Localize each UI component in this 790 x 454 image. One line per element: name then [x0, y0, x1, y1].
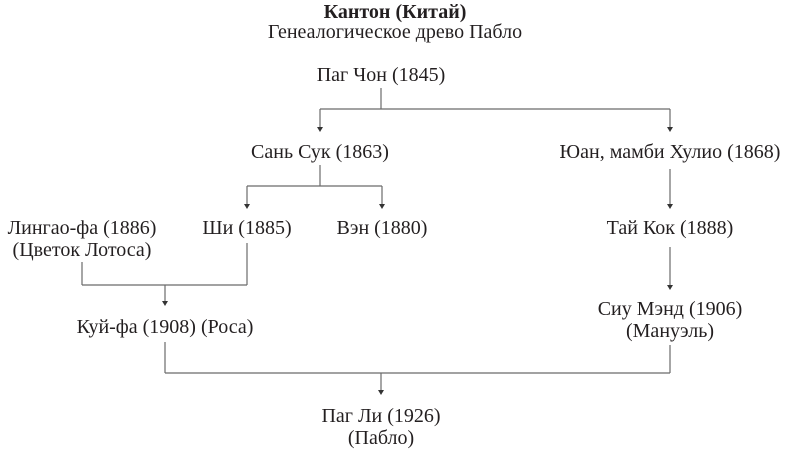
node-shi: Ши (1885) — [202, 217, 291, 239]
node-ven: Вэн (1880) — [337, 217, 428, 239]
node-pag-chon: Паг Чон (1845) — [317, 64, 446, 86]
node-name: Лингао-фа (1886) — [7, 217, 157, 239]
node-name: Ши (1885) — [202, 217, 292, 239]
node-lingao: Лингао-фа (1886) (Цветок Лотоса) — [8, 217, 157, 261]
node-siu-mend: Сиу Мэнд (1906) (Мануэль) — [598, 298, 743, 342]
node-name: Сань Сук (1863) — [251, 141, 389, 163]
node-name: Паг Чон (1845) — [316, 64, 446, 86]
node-tai-kok: Тай Кок (1888) — [607, 217, 734, 239]
node-alias: (Мануэль) — [625, 320, 715, 342]
node-name: Юан, мамби Хулио (1868) — [559, 141, 781, 163]
diagram-title: Кантон (Китай) — [323, 1, 467, 23]
node-alias: (Цветок Лотоса) — [12, 239, 152, 261]
node-kui-fa: Куй-фа (1908) (Роса) — [77, 316, 254, 338]
node-name: Вэн (1880) — [336, 217, 428, 239]
node-alias: (Пабло) — [347, 427, 415, 449]
node-name: Тай Кок (1888) — [606, 217, 734, 239]
node-pag-li: Паг Ли (1926) (Пабло) — [321, 405, 440, 449]
diagram-subtitle: Генеалогическое древо Пабло — [267, 21, 523, 43]
node-name: Паг Ли (1926) — [321, 405, 441, 427]
node-san-suk: Сань Сук (1863) — [251, 141, 389, 163]
node-name: Куй-фа (1908) (Роса) — [76, 316, 254, 338]
node-yuan: Юан, мамби Хулио (1868) — [560, 141, 781, 163]
node-name: Сиу Мэнд (1906) — [597, 298, 743, 320]
